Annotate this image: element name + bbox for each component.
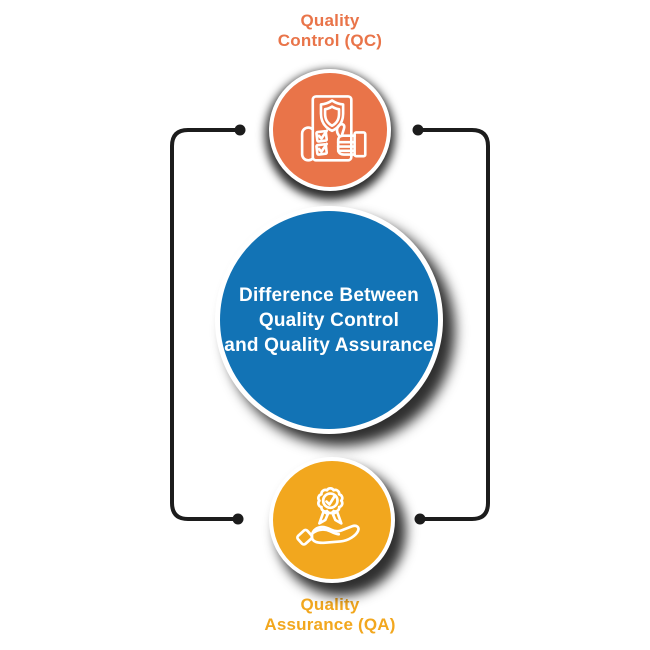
checkbox-icon	[315, 129, 329, 156]
qc-inspection-icon	[300, 95, 367, 162]
right-top-dot	[412, 124, 424, 136]
qc-circle	[269, 69, 391, 191]
left-bracket-line	[170, 128, 242, 521]
diagram-title: Difference Between Quality Control and Q…	[224, 284, 434, 356]
shield-icon	[319, 99, 345, 133]
thumbs-up-icon	[335, 122, 367, 158]
qa-label: Quality Assurance (QA)	[264, 595, 396, 634]
ribbon-tails-icon	[318, 510, 343, 525]
right-bracket-line	[416, 128, 490, 521]
open-hand-icon	[296, 524, 360, 546]
right-bottom-dot	[414, 513, 426, 525]
center-title-circle: Difference Between Quality Control and Q…	[215, 206, 443, 434]
left-top-dot	[234, 124, 246, 136]
qa-award-icon	[296, 486, 360, 546]
qa-circle	[269, 457, 395, 583]
left-bottom-dot	[232, 513, 244, 525]
qc-label: Quality Control (QC)	[277, 11, 383, 50]
award-badge-icon	[317, 486, 344, 515]
